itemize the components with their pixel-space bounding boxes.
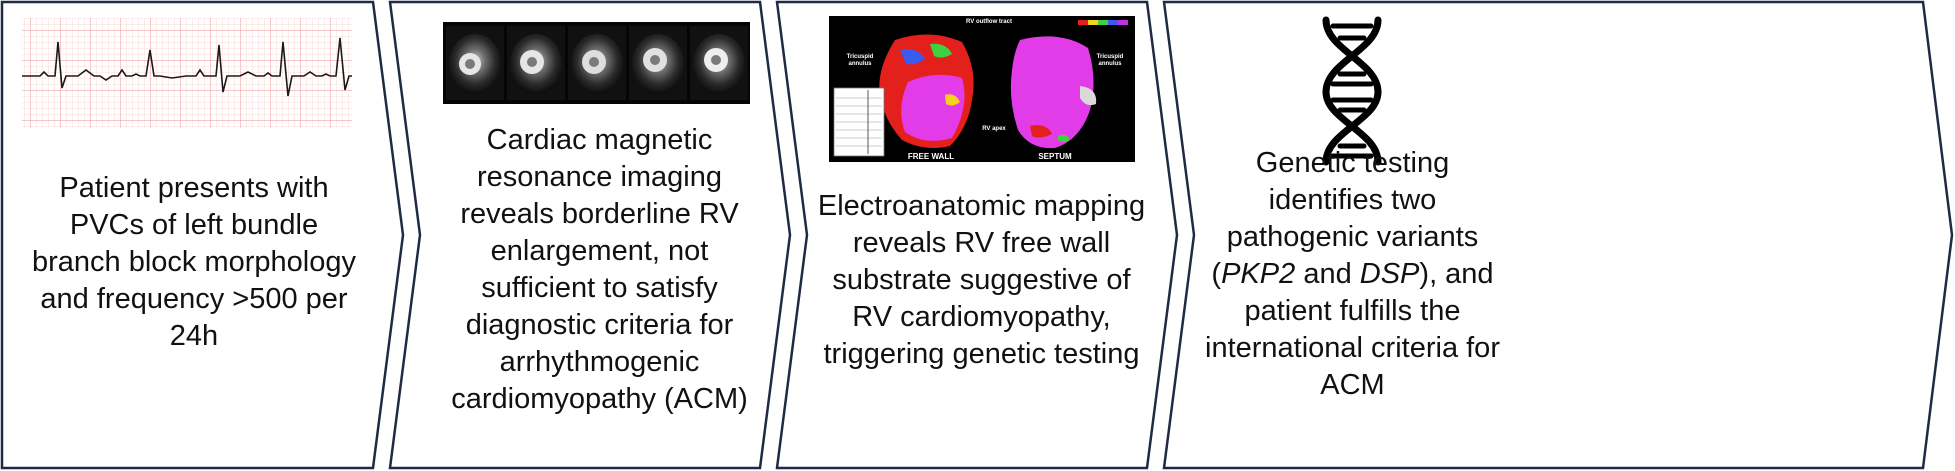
step-2-arrow-box	[388, 0, 792, 470]
dna-icon	[1322, 16, 1382, 166]
map-label-rv-outflow-tract: RV outflow tract	[966, 19, 1012, 25]
ecg-strip-image	[22, 18, 352, 128]
map-label-rv-apex: RV apex	[982, 126, 1006, 132]
map-label-tricuspid-annulus-left: Tricuspid annulus	[846, 54, 874, 67]
map-label-tricuspid-annulus-right: Tricuspid annulus	[1096, 54, 1124, 67]
cardiac-mri-image	[443, 22, 750, 104]
gene-dsp: DSP	[1359, 258, 1420, 290]
step-4-caption: Genetic testing identifies two pathogeni…	[1200, 145, 1505, 404]
step-4-caption-text-a: Genetic testing identifies two pathogeni…	[1211, 147, 1479, 290]
gene-pkp2: PKP2	[1221, 258, 1296, 290]
step-1-caption: Patient presents with PVCs of left bundl…	[31, 172, 356, 352]
electroanatomic-map-image	[829, 16, 1135, 162]
step-4-caption-text-c: ), and patient fulfills the internationa…	[1205, 258, 1500, 401]
step-4-caption-text-b: and	[1295, 258, 1360, 290]
septum-map	[1010, 36, 1094, 149]
map-label-free-wall: FREE WALL	[907, 152, 955, 161]
map-label-septum: SEPTUM	[1038, 152, 1072, 161]
step-3-caption: Electroanatomic mapping reveals RV free …	[817, 190, 1146, 370]
step-2-caption: Cardiac magnetic resonance imaging revea…	[451, 124, 748, 415]
ecg-trace	[22, 37, 352, 97]
